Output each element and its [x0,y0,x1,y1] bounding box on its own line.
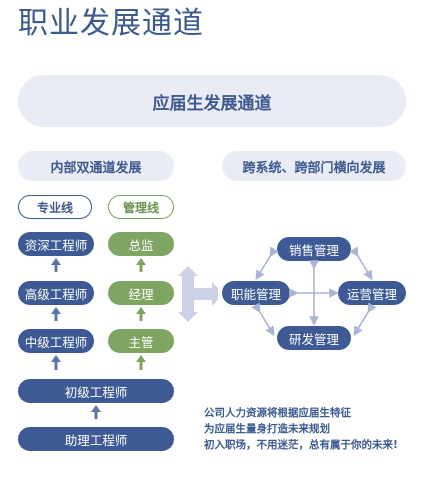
level-advanced-engineer: 高级工程师 [18,281,94,305]
graduate-channel-banner: 应届生发展通道 [18,75,406,127]
level-assistant-engineer: 助理工程师 [18,427,174,451]
level-senior-engineer: 资深工程师 [18,232,94,256]
level-director: 总监 [108,232,174,256]
level-manager: 经理 [108,281,174,305]
node-operations-management: 运营管理 [338,281,406,305]
note-line-2: 为应届生量身打造未来规划 [204,423,330,435]
note-line-3: 初入职场，不用迷茫，总有属于你的未来! [204,439,398,451]
professional-track-tag: 专业线 [18,195,92,219]
node-rd-management: 研发管理 [277,326,351,350]
level-intermediate-engineer: 中级工程师 [18,329,94,353]
transfer-arrow-icon [178,266,218,322]
level-junior-engineer: 初级工程师 [18,379,174,403]
internal-dual-channel-heading: 内部双通道发展 [18,151,174,181]
management-track-tag: 管理线 [108,195,174,219]
note-line-1: 公司人力资源将根据应届生特征 [204,407,351,419]
level-supervisor: 主管 [108,329,174,353]
node-functional-management: 职能管理 [222,281,290,305]
page-title: 职业发展通道 [18,6,204,41]
node-sales-management: 销售管理 [277,237,351,261]
cross-department-heading: 跨系统、跨部门横向发展 [222,151,406,181]
